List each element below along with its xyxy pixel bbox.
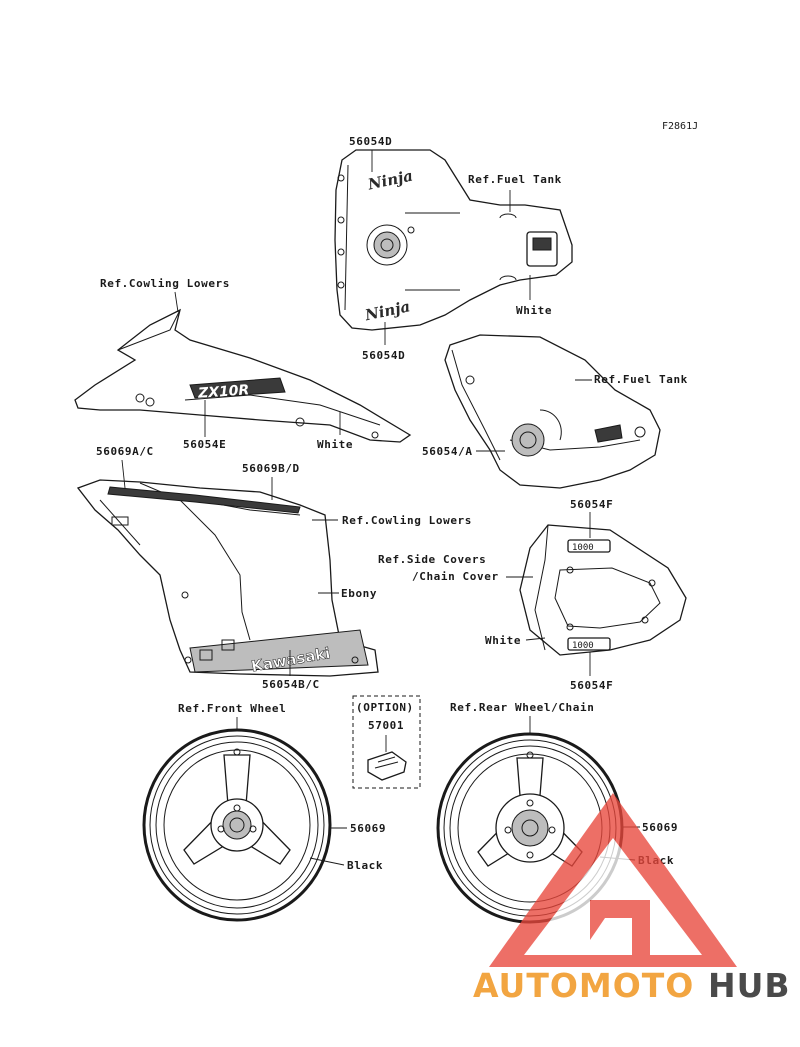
ref-rear-wheel-label: Ref.Rear Wheel/Chain bbox=[450, 701, 594, 714]
upper-cowl bbox=[74, 308, 412, 443]
watermark-text-automoto: AUTOMOTO bbox=[473, 966, 694, 1005]
white-cowl-label: White bbox=[317, 438, 353, 451]
option-label: (OPTION) bbox=[356, 701, 414, 714]
part-56054a-label: 56054/A bbox=[422, 445, 473, 458]
part-56069bd-label: 56069B/D bbox=[242, 462, 300, 475]
side-fairing bbox=[76, 479, 379, 677]
diagram-code: F2861J bbox=[662, 121, 698, 132]
option-tool bbox=[367, 751, 407, 781]
badge-decal-top: 1000 bbox=[572, 543, 594, 553]
part-56054bc-label: 56054B/C bbox=[262, 678, 320, 691]
part-56069-rear-label: 56069 bbox=[642, 821, 678, 834]
part-57001-label: 57001 bbox=[368, 719, 404, 732]
fuel-tank-side-view bbox=[444, 334, 661, 489]
ref-fuel-tank-label-2: Ref.Fuel Tank bbox=[594, 373, 688, 386]
part-56054d-top-label: 56054D bbox=[349, 135, 392, 148]
ref-side-covers-label-line1: Ref.Side Covers bbox=[378, 553, 486, 566]
black-front-label: Black bbox=[347, 859, 383, 872]
ref-fuel-tank-label-1: Ref.Fuel Tank bbox=[468, 173, 562, 186]
watermark-text: AUTOMOTO HUB bbox=[473, 966, 791, 1005]
part-56054f-bottom-label: 56054F bbox=[570, 679, 613, 692]
part-56069ac-label: 56069A/C bbox=[96, 445, 154, 458]
ref-front-wheel-label: Ref.Front Wheel bbox=[178, 702, 286, 715]
white-cover-label: White bbox=[485, 634, 521, 647]
watermark-logo bbox=[489, 793, 737, 967]
zx10r-decal: ZX10R bbox=[197, 382, 250, 402]
ref-side-covers-label-line2: /Chain Cover bbox=[412, 570, 499, 583]
white-tank-label: White bbox=[516, 304, 552, 317]
badge-decal-bottom: 1000 bbox=[572, 641, 594, 651]
fuel-tank-top-view bbox=[334, 149, 573, 331]
ref-cowling-lowers-label-1: Ref.Cowling Lowers bbox=[100, 277, 230, 290]
part-56054d-bottom-label: 56054D bbox=[362, 349, 405, 362]
watermark-text-hub: HUB bbox=[708, 966, 791, 1005]
option-box bbox=[352, 695, 421, 789]
seat-cowl: 1000 1000 bbox=[519, 524, 687, 656]
ebony-label: Ebony bbox=[341, 587, 377, 600]
part-56069-front-label: 56069 bbox=[350, 822, 386, 835]
part-56054e-label: 56054E bbox=[183, 438, 226, 451]
ref-cowling-lowers-label-2: Ref.Cowling Lowers bbox=[342, 514, 472, 527]
front-wheel bbox=[142, 728, 332, 922]
part-56054f-top-label: 56054F bbox=[570, 498, 613, 511]
